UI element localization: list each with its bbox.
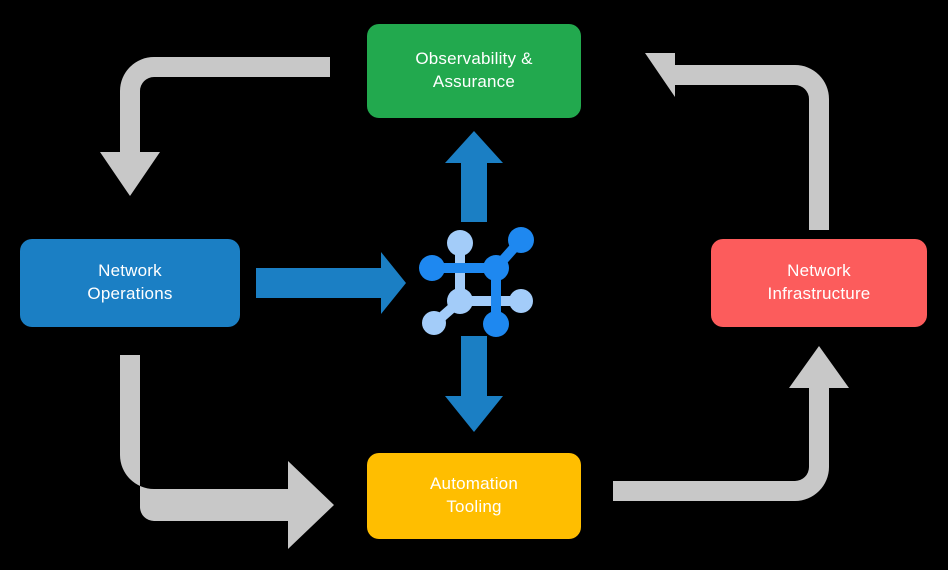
node-automation-tooling[interactable]: Automation Tooling [367, 453, 581, 539]
connector-core-to-observability [445, 131, 503, 222]
connector-operations-to-automation [120, 355, 334, 549]
node-network-operations[interactable]: Network Operations [20, 239, 240, 327]
connector-infrastructure-to-observability [645, 53, 829, 230]
connector-observability-to-operations [100, 57, 330, 196]
connector-automation-to-infrastructure [613, 346, 849, 501]
node-network-infrastructure[interactable]: Network Infrastructure [711, 239, 927, 327]
connector-core-to-automation [445, 336, 503, 432]
node-observability-and-assurance[interactable]: Observability & Assurance [367, 24, 581, 118]
network-topology-icon [419, 227, 534, 337]
connector-operations-to-core [256, 252, 406, 314]
